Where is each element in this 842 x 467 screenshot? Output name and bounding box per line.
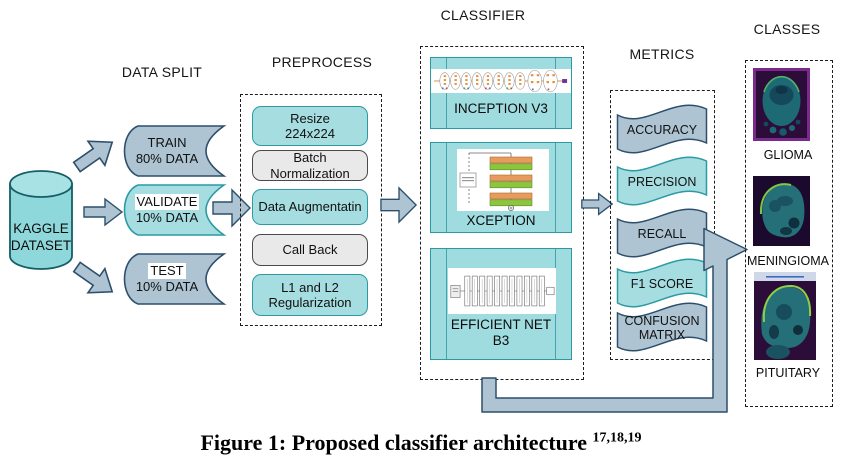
preprocess-title: PREPROCESS bbox=[271, 54, 373, 70]
inception-architecture-thumbnail bbox=[431, 69, 571, 93]
inception-v3-box: INCEPTION V3 bbox=[430, 57, 572, 129]
metrics-group-box bbox=[610, 90, 715, 360]
pituitary-mri-thumbnail bbox=[754, 272, 816, 365]
metric-confusion-matrix: CONFUSION MATRIX bbox=[616, 298, 708, 356]
data-split-title: DATA SPLIT bbox=[121, 64, 203, 80]
validate-amount: 10% DATA bbox=[135, 210, 199, 225]
step-resize: Resize 224x224 bbox=[252, 106, 368, 146]
xception-box: XCEPTION bbox=[430, 142, 572, 233]
inception-v3-label: INCEPTION V3 bbox=[454, 101, 548, 116]
metric-accuracy: ACCURACY bbox=[616, 100, 708, 158]
efficientnet-b3-label: EFFICIENT NET B3 bbox=[450, 317, 552, 348]
step-call-back: Call Back bbox=[252, 234, 368, 266]
meningioma-mri-thumbnail bbox=[753, 176, 810, 251]
classes-title: CLASSES bbox=[753, 21, 821, 37]
metric-recall: RECALL bbox=[616, 204, 708, 262]
kaggle-dataset-cylinder: KAGGLE DATASET bbox=[6, 168, 76, 272]
efficientnet-architecture-thumbnail bbox=[448, 268, 556, 314]
meningioma-label: MENINGIOMA bbox=[747, 254, 829, 268]
xception-label: XCEPTION bbox=[466, 213, 536, 228]
glioma-label: GLIOMA bbox=[763, 148, 813, 162]
xception-architecture-thumbnail bbox=[457, 149, 549, 211]
dataset-label: KAGGLE DATASET bbox=[10, 221, 72, 253]
metric-f1-score: F1 SCORE bbox=[616, 254, 708, 312]
step-data-augmentation: Data Augmentatin bbox=[252, 189, 368, 225]
step-l1-l2-regularization: L1 and L2 Regularization bbox=[252, 274, 368, 316]
test-split-shape: TEST 10% DATA bbox=[118, 252, 230, 306]
efficientnet-b3-box: EFFICIENT NET B3 bbox=[430, 248, 572, 360]
test-label: TEST bbox=[148, 263, 186, 279]
caption-references: 17,18,19 bbox=[592, 430, 642, 446]
glioma-mri-thumbnail bbox=[753, 68, 810, 146]
metric-precision: PRECISION bbox=[616, 152, 708, 210]
train-amount: 80% DATA bbox=[135, 151, 199, 166]
step-batch-normalization: Batch Normalization bbox=[252, 150, 368, 181]
pituitary-label: PITUITARY bbox=[755, 366, 821, 380]
train-label: TRAIN bbox=[147, 135, 187, 150]
figure-caption: Figure 1: Proposed classifier architectu… bbox=[200, 430, 642, 455]
database-icon bbox=[9, 170, 73, 270]
validate-split-shape: VALIDATE 10% DATA bbox=[118, 183, 230, 237]
classifier-group-box bbox=[420, 46, 584, 380]
validate-label: VALIDATE bbox=[134, 194, 200, 210]
train-split-shape: TRAIN 80% DATA bbox=[118, 124, 230, 178]
classes-group-box bbox=[745, 60, 833, 407]
metrics-title: METRICS bbox=[629, 46, 695, 62]
classifier-title: CLASSIFIER bbox=[440, 7, 526, 23]
test-amount: 10% DATA bbox=[135, 279, 199, 294]
